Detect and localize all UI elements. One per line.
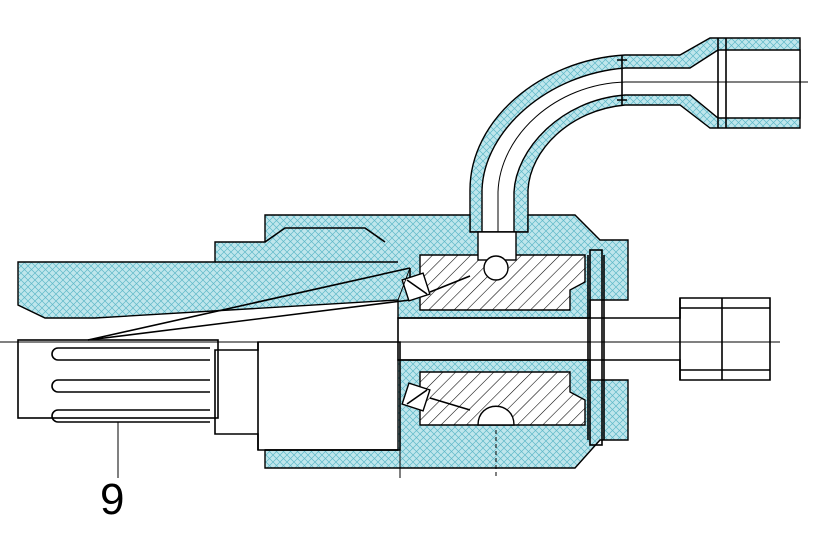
callout-number-9: 9 [100, 475, 125, 524]
inner-tube [397, 249, 771, 446]
spindle-steel-parts [419, 231, 586, 426]
center-lines [0, 267, 780, 478]
bearings [401, 272, 431, 412]
collet-fingers [17, 339, 401, 451]
coolant-elbow-pipe [469, 37, 808, 233]
